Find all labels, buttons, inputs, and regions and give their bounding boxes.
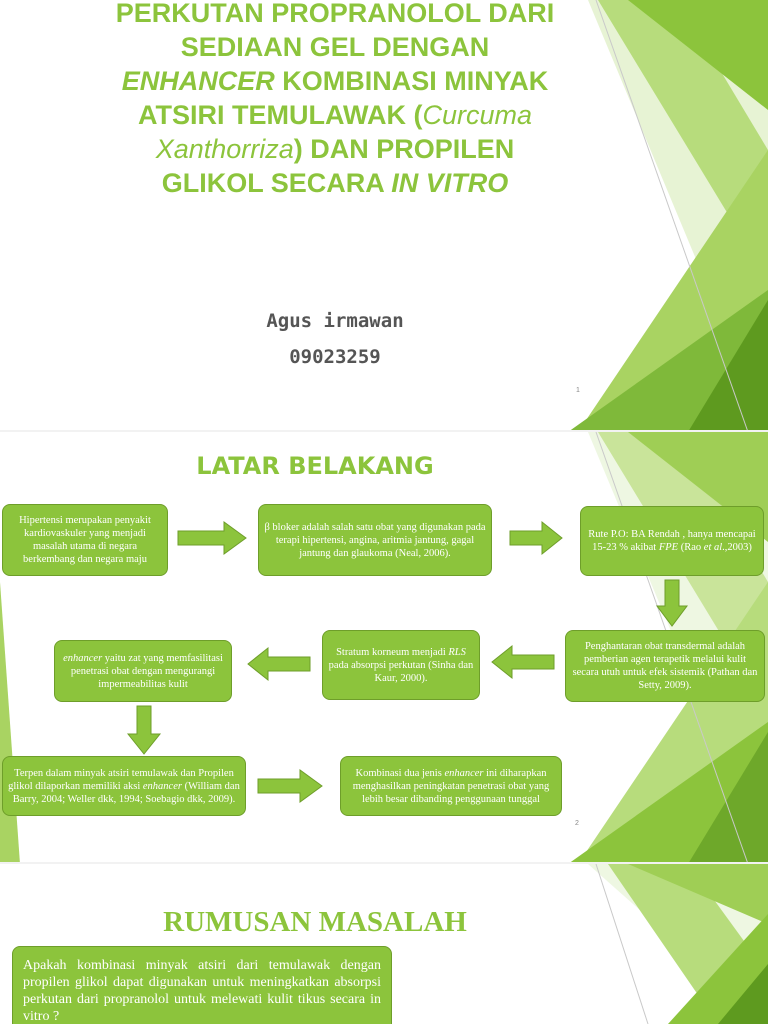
arrow-right-icon: [177, 521, 247, 555]
title-line: SEDIAAN GEL DENGAN: [180, 32, 490, 62]
box-text: Penghantaran obat transdermal adalah pem…: [572, 641, 758, 691]
box-text-part: Kombinasi dua jenis: [355, 767, 445, 779]
title-italic: Curcuma: [422, 100, 532, 130]
flow-box-stratum-korneum: Stratum korneum menjadi RLS pada absorps…: [322, 630, 480, 700]
page-number: 2: [575, 820, 579, 827]
section-heading: LATAR BELAKANG: [196, 452, 434, 480]
box-text-part: Terpen dalam minyak atsiri temulawak dan…: [8, 767, 234, 792]
box-text: Hipertensi merupakan penyakit kardiovask…: [19, 515, 151, 565]
box-text-part: Stratum korneum menjadi: [336, 646, 449, 658]
box-text-part: Rute P.O: BA Rendah , hanya mencapai 15-…: [588, 529, 756, 553]
slide-decoration: [588, 864, 768, 1024]
box-text-part: yaitu zat yang memfasilitasi penetrasi o…: [70, 652, 223, 690]
box-text-part: (William dan Barry, 2004; Weller dkk, 19…: [12, 780, 240, 805]
title-line: PERKUTAN PROPRANOLOL DARI: [115, 0, 555, 28]
flow-box-hipertensi: Hipertensi merupakan penyakit kardiovask…: [2, 504, 168, 576]
author-name: Agus irmawan: [266, 310, 404, 332]
box-text-part: .,2003): [722, 542, 752, 553]
slide-title: PERKUTAN PROPRANOLOL DARI SEDIAAN GEL DE…: [0, 0, 768, 432]
flow-box-rute-po: Rute P.O: BA Rendah , hanya mencapai 15-…: [580, 506, 764, 576]
title-italic: ENHANCER: [121, 66, 275, 96]
flow-box-beta-bloker: β bloker adalah salah satu obat yang dig…: [258, 504, 492, 576]
flow-box-kombinasi: Kombinasi dua jenis enhancer ini diharap…: [340, 756, 562, 816]
presentation-title: PERKUTAN PROPRANOLOL DARI SEDIAAN GEL DE…: [95, 0, 575, 200]
research-question-text: Apakah kombinasi minyak atsiri dari temu…: [23, 958, 381, 1024]
box-text-italic: enhancer: [142, 780, 182, 792]
title-line: ATSIRI TEMULAWAK (Curcuma: [95, 98, 575, 132]
arrow-right-icon: [509, 520, 563, 556]
title-line: GLIKOL SECARA IN VITRO: [95, 166, 575, 200]
box-text-italic: et al: [703, 542, 723, 553]
arrow-down-icon: [656, 579, 688, 627]
title-text: ATSIRI TEMULAWAK (: [137, 100, 423, 130]
slide-rumusan-masalah: RUMUSAN MASALAH Apakah kombinasi minyak …: [0, 864, 768, 1024]
box-text: β bloker adalah salah satu obat yang dig…: [264, 521, 486, 559]
box-text-part: ini diharapkan menghasilkan peningkatan …: [352, 767, 550, 805]
arrow-left-icon: [491, 644, 555, 680]
student-id: 09023259: [289, 346, 381, 368]
box-text-part: (Rao: [678, 542, 704, 553]
arrow-right-icon: [257, 769, 323, 803]
title-text: GLIKOL SECARA: [161, 168, 392, 198]
box-text-italic: enhancer: [63, 652, 103, 664]
box-text-italic: enhancer: [444, 767, 484, 779]
title-line: ENHANCER KOMBINASI MINYAK: [95, 64, 575, 98]
box-text: Kombinasi dua jenis enhancer ini diharap…: [346, 767, 556, 806]
title-text: KOMBINASI MINYAK: [274, 66, 549, 96]
box-text: enhancer yaitu zat yang memfasilitasi pe…: [60, 652, 226, 691]
section-heading: RUMUSAN MASALAH: [163, 906, 467, 938]
box-text-italic: FPE: [658, 542, 679, 553]
title-italic: IN VITRO: [391, 168, 509, 198]
arrow-down-icon: [126, 705, 162, 755]
title-italic: Xanthorriza: [155, 134, 294, 164]
arrow-left-icon: [247, 646, 311, 682]
box-text-italic: RLS: [448, 646, 466, 658]
title-line: Xanthorriza) DAN PROPILEN: [95, 132, 575, 166]
box-text: Terpen dalam minyak atsiri temulawak dan…: [8, 767, 240, 806]
title-text: ) DAN PROPILEN: [293, 134, 515, 164]
box-text-part: pada absorpsi perkutan (Sinha dan Kaur, …: [328, 659, 474, 684]
slide-latar-belakang: LATAR BELAKANG Hipertensi merupakan peny…: [0, 432, 768, 864]
box-text: Rute P.O: BA Rendah , hanya mencapai 15-…: [586, 528, 758, 554]
flow-box-transdermal: Penghantaran obat transdermal adalah pem…: [565, 630, 765, 702]
slide-decoration: [568, 0, 768, 432]
box-text: Stratum korneum menjadi RLS pada absorps…: [328, 646, 474, 685]
flow-box-terpen: Terpen dalam minyak atsiri temulawak dan…: [2, 756, 246, 816]
page-number: 1: [576, 387, 580, 394]
flow-box-enhancer: enhancer yaitu zat yang memfasilitasi pe…: [54, 640, 232, 702]
research-question-box: Apakah kombinasi minyak atsiri dari temu…: [12, 946, 392, 1024]
